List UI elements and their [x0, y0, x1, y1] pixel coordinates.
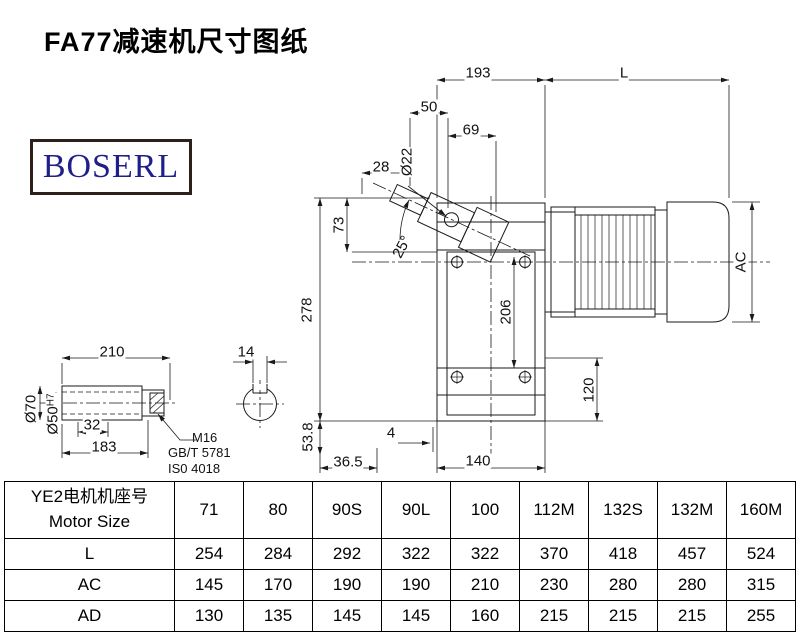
dim-36-5: 36.5: [332, 453, 364, 471]
cell: 145: [174, 569, 244, 601]
cell: 322: [450, 538, 520, 570]
dim-69: 69: [461, 121, 481, 139]
cell: 210: [450, 569, 520, 601]
table-row-L: L 254 284 292 322 322 370 418 457 524: [4, 538, 796, 570]
header-line-cn: YE2电机机座号: [30, 487, 149, 507]
cell: 230: [519, 569, 589, 601]
col-header: 112M: [519, 481, 589, 539]
page-title: FA77减速机尺寸图纸: [44, 27, 309, 57]
dim-53-8: 53.8: [299, 421, 317, 453]
cell: 284: [243, 538, 313, 570]
dim-140: 140: [464, 452, 492, 470]
dim-L: L: [618, 64, 630, 82]
row-label: AD: [4, 600, 175, 632]
dim-120: 120: [580, 376, 598, 404]
fan-cowl: [666, 201, 730, 323]
fastener-note: M16 GB/T 5781 IS0 4018: [168, 430, 231, 476]
dim-4: 4: [385, 424, 397, 442]
cell: 292: [312, 538, 382, 570]
col-header: 160M: [726, 481, 796, 539]
col-header: 90L: [381, 481, 451, 539]
cell: 215: [519, 600, 589, 632]
col-header: 71: [174, 481, 244, 539]
dim-73: 73: [330, 215, 348, 235]
cell: 315: [726, 569, 796, 601]
cell: 130: [174, 600, 244, 632]
dim-phi50-tolerance: H7: [45, 393, 57, 407]
cell: 135: [243, 600, 313, 632]
m16-label: M16: [192, 430, 218, 445]
cell: 215: [588, 600, 658, 632]
dim-28: 28: [371, 158, 391, 176]
gbt-standard-label: GB/T 5781: [168, 445, 231, 461]
table-row-AD: AD 130 135 145 145 160 215 215 215 255: [4, 600, 796, 632]
col-header: 132M: [657, 481, 727, 539]
dim-193: 193: [464, 64, 492, 82]
dim-50: 50: [419, 98, 439, 116]
centerlines: [40, 182, 770, 470]
dim-phi22: Ø22: [398, 146, 416, 178]
dim-phi50-base: Ø50: [44, 406, 62, 435]
angle-arc: [399, 199, 410, 241]
header-line-en: Motor Size: [48, 512, 131, 531]
col-header: 132S: [588, 481, 658, 539]
cell: 280: [588, 569, 658, 601]
col-header: 90S: [312, 481, 382, 539]
row-label: L: [4, 538, 175, 570]
cell: 190: [381, 569, 451, 601]
dim-278: 278: [298, 296, 316, 324]
cell: 160: [450, 600, 520, 632]
dim-14: 14: [236, 343, 256, 361]
cell: 145: [381, 600, 451, 632]
dim-phi50h7: Ø50H7: [44, 392, 62, 436]
table-row-AC: AC 145 170 190 190 210 230 280 280 315: [4, 569, 796, 601]
dim-210: 210: [98, 343, 126, 361]
cell: 524: [726, 538, 796, 570]
table-header-motor-size: YE2电机机座号 Motor Size: [4, 481, 175, 539]
output-shaft-detail: [61, 385, 165, 421]
cell: 418: [588, 538, 658, 570]
cell: 280: [657, 569, 727, 601]
cell: 322: [381, 538, 451, 570]
motor-size-table: YE2电机机座号 Motor Size 71 80 90S 90L 100 11…: [4, 481, 796, 632]
cell: 370: [519, 538, 589, 570]
iso-standard-label: IS0 4018: [168, 460, 221, 476]
cell: 215: [657, 600, 727, 632]
dim-AC: AC: [732, 250, 750, 274]
motor: [544, 201, 730, 323]
dim-183: 183: [90, 438, 118, 456]
shaft-section: [243, 384, 277, 421]
cell: 255: [726, 600, 796, 632]
motor-fins: [580, 215, 652, 309]
col-header: 100: [450, 481, 520, 539]
cell: 457: [657, 538, 727, 570]
dim-32: 32: [82, 416, 102, 434]
col-header: 80: [243, 481, 313, 539]
input-flange: [389, 183, 510, 263]
dim-206: 206: [497, 298, 515, 326]
dim-phi70: Ø70: [22, 393, 40, 425]
cell: 145: [312, 600, 382, 632]
cell: 190: [312, 569, 382, 601]
brand-logo: BOSERL: [30, 139, 192, 195]
cell: 254: [174, 538, 244, 570]
table-header-row: YE2电机机座号 Motor Size 71 80 90S 90L 100 11…: [4, 481, 796, 539]
cell: 170: [243, 569, 313, 601]
row-label: AC: [4, 569, 175, 601]
